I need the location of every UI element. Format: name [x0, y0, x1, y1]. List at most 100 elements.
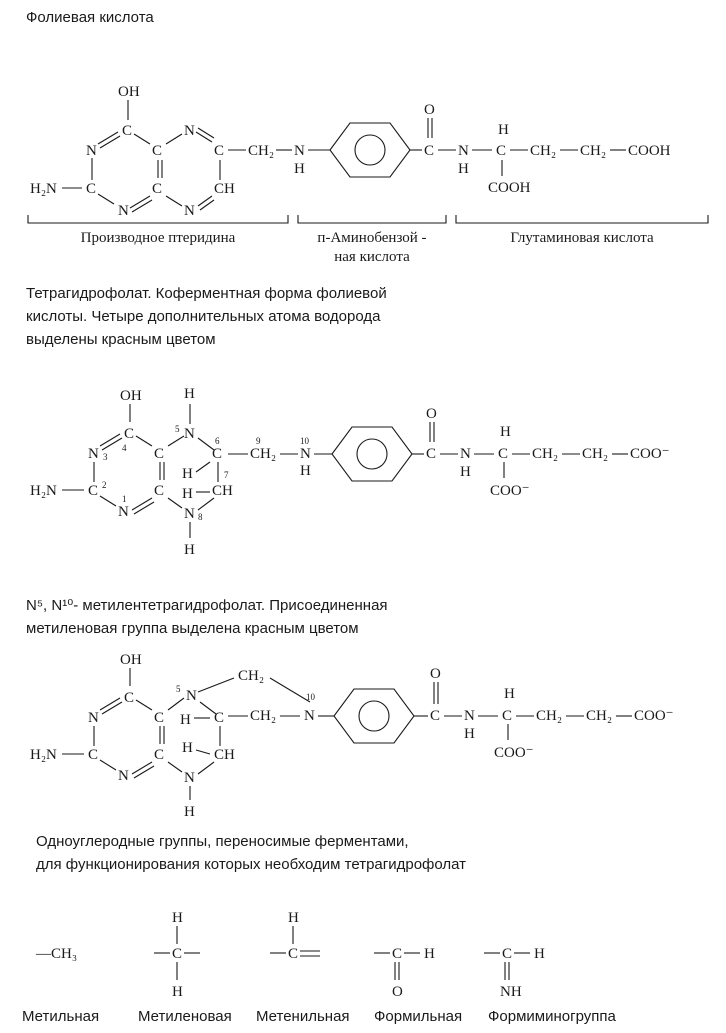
atom-n3: N [88, 710, 99, 726]
folic-acid-structure: OH C N H₂N C N C C N C CH N CH₂ N H C O … [27, 84, 709, 224]
atom-ch2-b: CH₂ [532, 446, 558, 462]
atom-oh: OH [120, 388, 142, 404]
atom-ch2-g: CH₂ [582, 446, 608, 462]
atom-c4a: C [154, 446, 164, 462]
atom-c: C [172, 946, 182, 962]
atom-h-amide: H [458, 161, 469, 177]
number-9: 9 [256, 436, 261, 446]
atom-o-carbonyl: O [424, 102, 435, 118]
atom-n5: N [184, 426, 195, 442]
atom-c: C [392, 946, 402, 962]
atom-h-top: H [288, 910, 299, 926]
atom-n5: N [184, 123, 195, 139]
thf-caption: Тетрагидрофолат. Коферментная форма фоли… [26, 285, 387, 348]
atom-c-carbonyl: C [430, 708, 440, 724]
atom-c8a: C [154, 747, 164, 763]
atom-c2: C [86, 181, 96, 197]
atom-h6: H [180, 712, 191, 728]
atom-h-amide: H [464, 726, 475, 742]
folic-title: Фолиевая кислота [26, 9, 154, 26]
atom-nh: NH [500, 984, 522, 1000]
number-6: 6 [215, 436, 220, 446]
atom-ch2-b: CH₂ [530, 143, 556, 159]
atom-n10: N [304, 708, 315, 724]
atom-h7: H [182, 486, 193, 502]
number-4: 4 [122, 443, 127, 453]
group-label-methenyl: Метенильная [256, 1008, 350, 1025]
atom-ch2-9: CH₂ [250, 446, 276, 462]
atom-n1: N [118, 203, 129, 219]
atom-c8a: C [152, 181, 162, 197]
atom-h-top: H [172, 910, 183, 926]
atom-n8: N [184, 506, 195, 522]
atom-c6: C [214, 710, 224, 726]
atom-n3: N [86, 143, 97, 159]
group-methyl-formula: —CH₃ [35, 946, 77, 962]
number-5: 5 [175, 424, 180, 434]
atom-h8: H [184, 542, 195, 558]
atom-cooh-alpha: COOH [488, 180, 531, 196]
atom-o: O [392, 984, 403, 1000]
atom-ch2-b: CH₂ [536, 708, 562, 724]
atom-h5: H [184, 386, 195, 402]
atom-c: C [288, 946, 298, 962]
atom-c7: CH [214, 181, 235, 197]
atom-n10: N [300, 446, 311, 462]
atom-h2n: H₂N [30, 747, 57, 763]
segment-glutamate: Глутаминовая кислота [510, 230, 654, 246]
atom-h8: H [184, 804, 195, 820]
atom-n8: N [184, 203, 195, 219]
atom-coo-alpha: COO⁻ [494, 745, 534, 761]
atom-c7: CH [212, 483, 233, 499]
atom-oh: OH [118, 84, 140, 100]
segment-paba: п-Аминобензой - ная кислота [317, 230, 427, 265]
atom-ch2-9: CH₂ [250, 708, 276, 724]
methylene-thf-structure: OH C N H₂N C N C C 5 N CH₂ C H CH H N H … [30, 652, 674, 820]
onecarbon-caption: Одноуглеродные группы, переносимые ферме… [36, 833, 467, 873]
atom-c2: C [88, 747, 98, 763]
atom-h6: H [182, 466, 193, 482]
atom-c-alpha: C [498, 446, 508, 462]
atom-c4a: C [154, 710, 164, 726]
number-5: 5 [176, 684, 181, 694]
atom-c4: C [122, 123, 132, 139]
number-8: 8 [198, 512, 203, 522]
atom-c6: C [212, 446, 222, 462]
atom-c4a: C [152, 143, 162, 159]
group-label-methyl: Метильная [22, 1008, 100, 1025]
group-label-formyl: Формильная [374, 1008, 463, 1025]
atom-h: H [424, 946, 435, 962]
number-10: 10 [306, 692, 316, 702]
number-1: 1 [122, 494, 127, 504]
atom-n1: N [118, 504, 129, 520]
number-3: 3 [103, 452, 108, 462]
atom-n-amide: N [464, 708, 475, 724]
atom-h2n: H₂N [30, 181, 57, 197]
atom-h-amide: H [460, 464, 471, 480]
thf-structure: OH C 4 N 3 H₂N C 2 N 1 C C 5 N H 6 C H 7… [30, 386, 670, 558]
onecarbon-structures: —CH₃ H C H H C C H O C H NH [35, 910, 545, 1000]
atom-h-alpha: H [498, 122, 509, 138]
atom-n8: N [184, 770, 195, 786]
atom-ch2-g: CH₂ [580, 143, 606, 159]
atom-n-amide: N [458, 143, 469, 159]
atom-c-carbonyl: C [426, 446, 436, 462]
atom-h-bottom: H [172, 984, 183, 1000]
atom-h2n: H₂N [30, 483, 57, 499]
atom-h: H [534, 946, 545, 962]
atom-coo-g: COO⁻ [630, 446, 670, 462]
atom-c2: C [88, 483, 98, 499]
atom-h7: H [182, 740, 193, 756]
atom-n1: N [118, 768, 129, 784]
atom-ch2-g: CH₂ [586, 708, 612, 724]
atom-c-alpha: C [502, 708, 512, 724]
atom-c-carbonyl: C [424, 143, 434, 159]
atom-o-carbonyl: O [430, 666, 441, 682]
atom-o-carbonyl: O [426, 406, 437, 422]
number-7: 7 [224, 470, 229, 480]
group-label-methylene: Метиленовая [138, 1008, 232, 1025]
number-2: 2 [102, 480, 107, 490]
atom-oh: OH [120, 652, 142, 668]
atom-coo-g: COO⁻ [634, 708, 674, 724]
methylene-caption: N⁵, N¹⁰- метилентетрагидрофолат. Присоед… [26, 597, 388, 637]
